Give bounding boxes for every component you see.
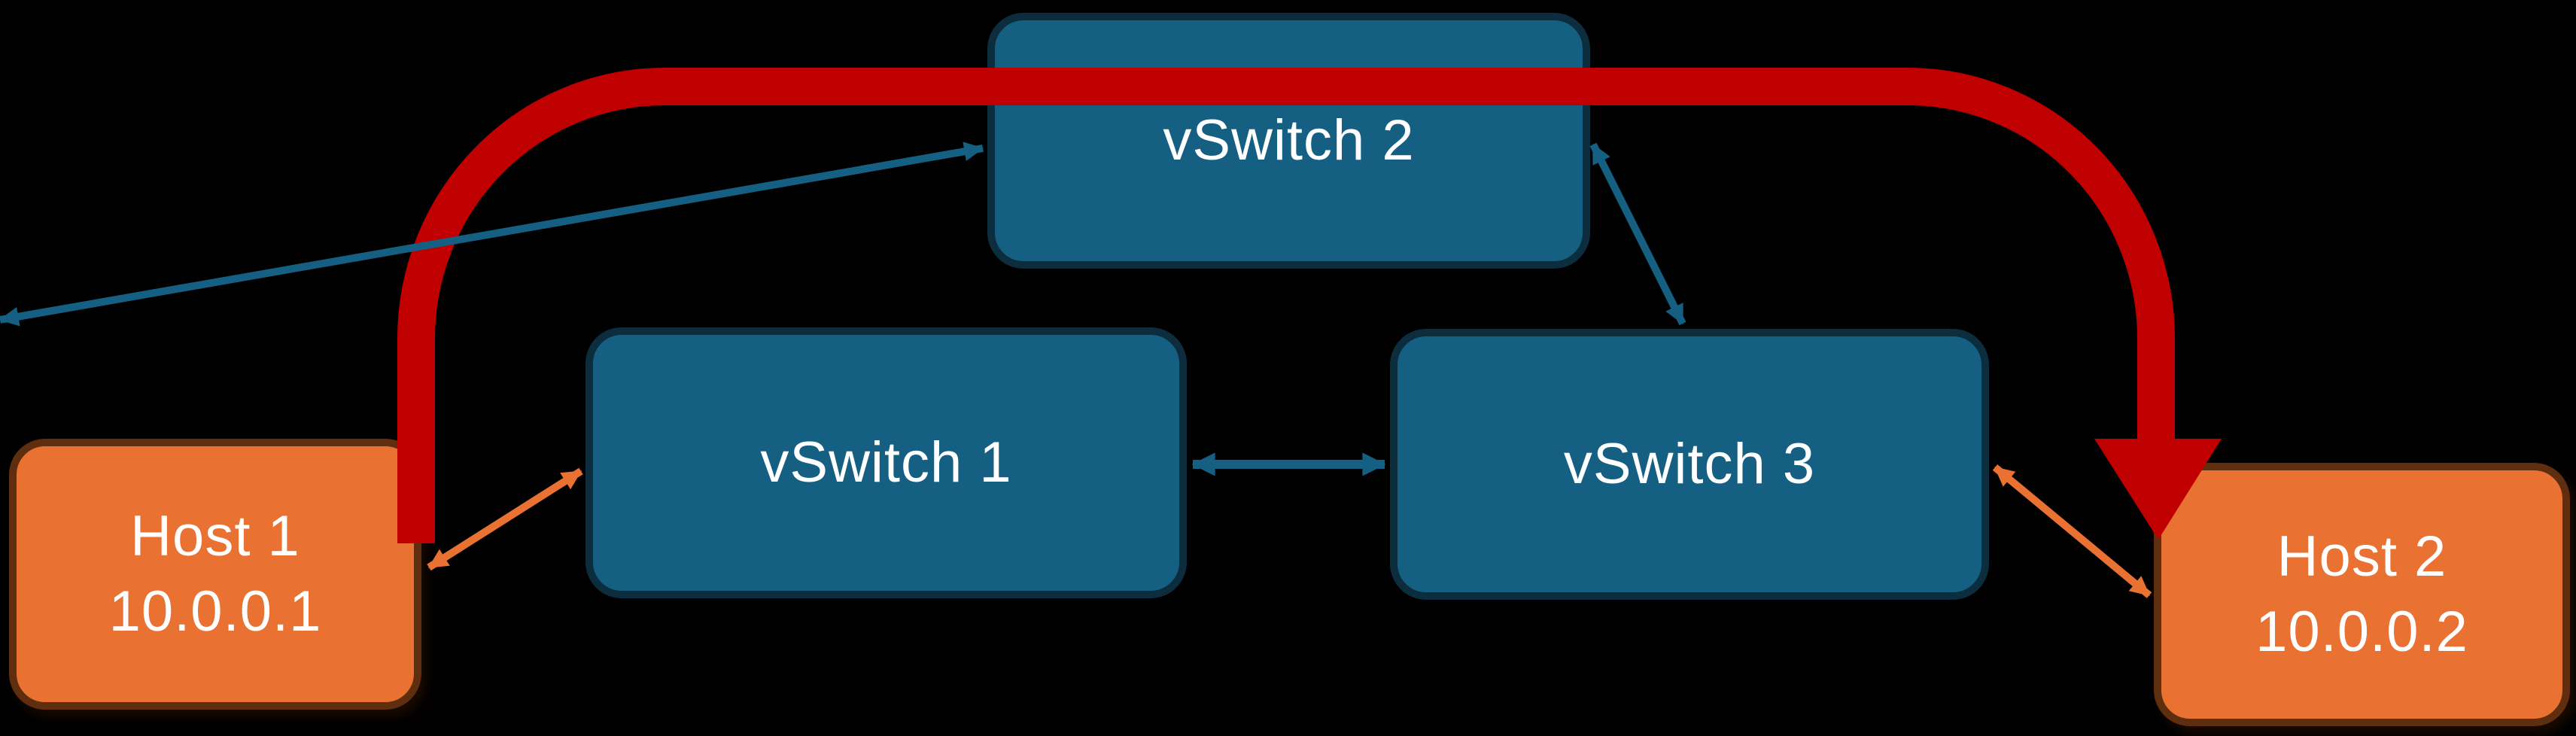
edge-host1-vswitch1	[427, 467, 583, 571]
node-host2: Host 2 10.0.0.2	[2154, 463, 2570, 726]
node-host1-label: Host 1	[130, 504, 300, 568]
node-vswitch2-label: vSwitch 2	[1163, 108, 1415, 172]
edge-vswitch2-vswitch3	[1589, 142, 1686, 326]
node-vswitch2: vSwitch 2	[987, 13, 1590, 269]
node-vswitch3: vSwitch 3	[1390, 329, 1989, 600]
node-host1: Host 1 10.0.0.1	[9, 439, 421, 710]
node-vswitch1-label: vSwitch 1	[760, 430, 1012, 494]
node-host2-label: Host 2	[2276, 525, 2447, 588]
node-vswitch1: vSwitch 1	[585, 327, 1187, 598]
edge-vswitch3-host2	[1992, 464, 2152, 598]
node-host2-ip: 10.0.0.2	[2255, 600, 2468, 664]
node-vswitch3-label: vSwitch 3	[1563, 432, 1816, 496]
edge-vswitch1-vswitch2	[0, 141, 984, 327]
node-host1-ip: 10.0.0.1	[108, 579, 322, 643]
